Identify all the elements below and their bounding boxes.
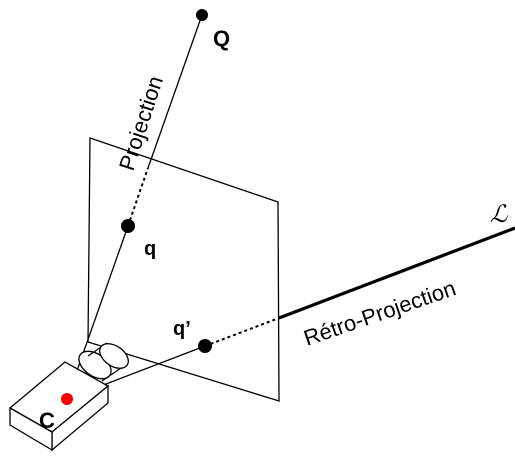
retro-ray-dotted [204,317,280,347]
camera-center-marker [61,393,73,405]
label-Q: Q [213,26,230,51]
point-Q-marker [196,9,208,21]
camera-body-end [9,406,53,452]
label-C: C [39,408,55,433]
label-L: ℒ [490,201,508,228]
label-q-prime: q’ [173,318,191,340]
image-plane [87,137,280,402]
line-L [278,226,515,320]
label-projection: Projection [114,73,168,174]
label-q: q [144,238,156,260]
projection-ray-outer [147,14,203,169]
point-q-prime-marker [198,339,212,353]
camera-lens [78,342,129,382]
projection-ray-dotted [127,167,149,227]
point-q-marker [121,219,135,233]
label-retro-projection: Rétro-Projection [300,275,458,350]
